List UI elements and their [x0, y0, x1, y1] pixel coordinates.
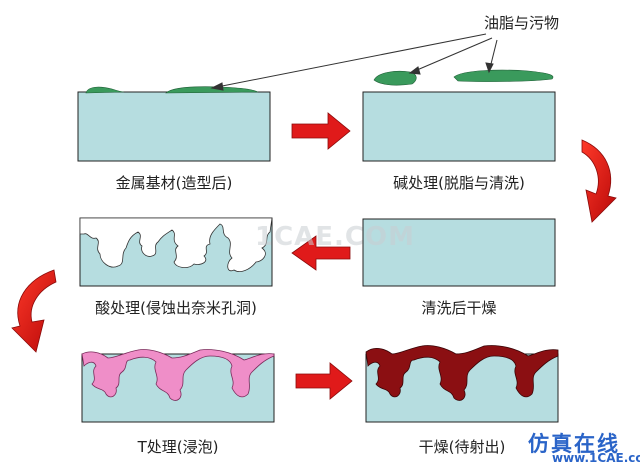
step-label-5: T处理(浸泡) [137, 438, 219, 456]
watermark-brand: 仿真在线 [528, 432, 620, 456]
oil-label: 油脂与污物 [484, 14, 560, 32]
watermark-site: www.1CAE.com [552, 451, 640, 465]
arrow-right-2 [295, 362, 353, 400]
step-label-2: 碱处理(脱脂与清洗) [393, 174, 525, 192]
arrow-right-1 [291, 112, 351, 150]
oil-pointer-lines [210, 33, 498, 91]
curved-arrow-right [581, 139, 617, 223]
arrow-left [291, 235, 351, 271]
step-label-4: 酸处理(侵蚀出奈米孔洞) [95, 299, 257, 317]
substrate-block-2 [362, 91, 556, 162]
substrate-block-3 [362, 218, 556, 287]
oil-blob [373, 70, 417, 86]
oil-blob [453, 69, 554, 82]
step-label-1: 金属基材(造型后) [115, 174, 233, 192]
treatment-layer [81, 349, 275, 401]
oil-blob [85, 86, 125, 94]
step-label-6: 干燥(待射出) [418, 438, 506, 456]
etch-pits [79, 217, 273, 272]
step-label-3: 清洗后干燥 [421, 299, 497, 317]
center-watermark: 1CAE.COM [255, 222, 415, 252]
curved-arrow-left [11, 269, 57, 353]
dried-layer [365, 345, 559, 401]
substrate-block-1 [77, 91, 271, 162]
